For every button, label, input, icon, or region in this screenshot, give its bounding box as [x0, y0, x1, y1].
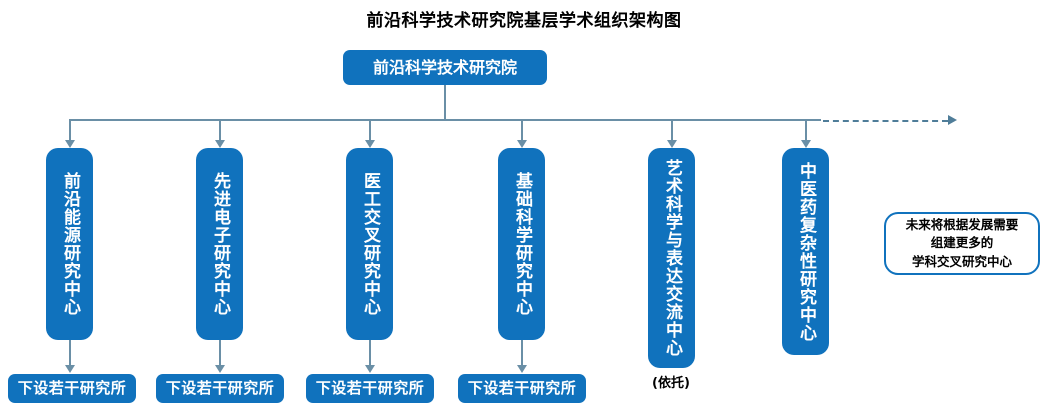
connector-leaf-drop-1 [69, 340, 71, 368]
center-node-4-label: 基础科学研究中心 [512, 172, 533, 316]
arrow-down-leaf-icon-1 [65, 365, 75, 373]
arrow-right-icon [948, 115, 957, 125]
arrow-down-icon-1 [65, 140, 75, 148]
center-node-2[interactable]: 先进电子研究中心 [196, 148, 243, 340]
future-note-line-1: 未来将根据发展需要 [905, 217, 1019, 233]
center-node-6-label: 中医药复杂性研究中心 [796, 161, 817, 342]
center-node-5[interactable]: 艺术科学与表达交流中心 [648, 148, 695, 368]
future-note-line-3: 学科交叉研究中心 [911, 253, 1012, 269]
connector-drop-6 [805, 119, 807, 143]
page-title: 前沿科学技术研究院基层学术组织架构图 [366, 11, 682, 31]
leaf-node-2-label: 下设若干研究所 [165, 379, 275, 398]
center-node-1-label: 前沿能源研究中心 [60, 172, 81, 316]
center-node-2-label: 先进电子研究中心 [210, 172, 231, 316]
future-note-line-2: 组建更多的 [930, 235, 994, 251]
connector-horizontal-bus [69, 119, 821, 121]
arrow-down-icon-3 [365, 140, 375, 148]
arrow-down-leaf-icon-4 [517, 365, 527, 373]
leaf-node-2[interactable]: 下设若干研究所 [156, 374, 284, 403]
connector-drop-4 [521, 119, 523, 143]
connector-drop-1 [69, 119, 71, 143]
center-node-6[interactable]: 中医药复杂性研究中心 [782, 148, 829, 355]
center-node-1[interactable]: 前沿能源研究中心 [46, 148, 93, 340]
connector-drop-5 [671, 119, 673, 143]
connector-drop-3 [369, 119, 371, 143]
center-node-5-annotation: (依托) [652, 376, 690, 391]
connector-leaf-drop-2 [219, 340, 221, 368]
arrow-down-leaf-icon-2 [215, 365, 225, 373]
connector-dashed-future [823, 120, 948, 122]
leaf-node-1-label: 下设若干研究所 [17, 379, 127, 398]
center-node-4[interactable]: 基础科学研究中心 [498, 148, 545, 340]
root-node[interactable]: 前沿科学技术研究院 [343, 50, 547, 85]
connector-leaf-drop-3 [369, 340, 371, 368]
arrow-down-icon-6 [801, 140, 811, 148]
root-node-label: 前沿科学技术研究院 [372, 57, 517, 77]
leaf-node-1[interactable]: 下设若干研究所 [8, 374, 136, 403]
leaf-node-3[interactable]: 下设若干研究所 [306, 374, 434, 403]
connector-drop-2 [219, 119, 221, 143]
connector-root-stem [444, 85, 446, 120]
connector-leaf-drop-4 [521, 340, 523, 368]
center-node-5-label: 艺术科学与表达交流中心 [662, 159, 683, 357]
arrow-down-icon-2 [215, 140, 225, 148]
future-expansion-note: 未来将根据发展需要 组建更多的 学科交叉研究中心 [884, 212, 1040, 275]
leaf-node-4-label: 下设若干研究所 [467, 379, 577, 398]
arrow-down-icon-4 [517, 140, 527, 148]
center-node-3-label: 医工交叉研究中心 [360, 172, 381, 316]
center-node-3[interactable]: 医工交叉研究中心 [346, 148, 393, 340]
leaf-node-3-label: 下设若干研究所 [315, 379, 425, 398]
arrow-down-icon-5 [667, 140, 677, 148]
leaf-node-4[interactable]: 下设若干研究所 [458, 374, 586, 403]
arrow-down-leaf-icon-3 [365, 365, 375, 373]
